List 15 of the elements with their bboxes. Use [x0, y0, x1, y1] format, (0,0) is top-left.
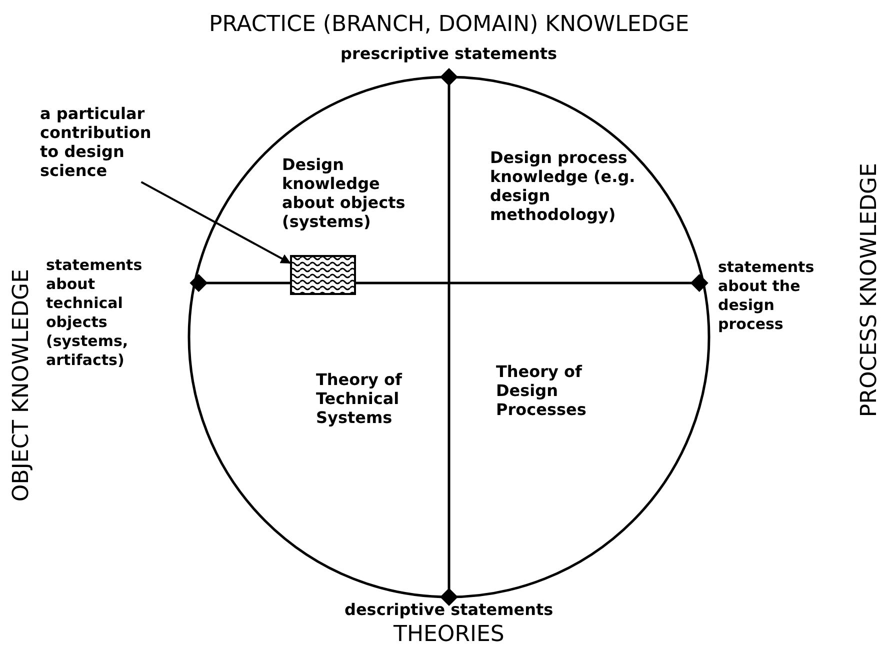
axis-heading: OBJECT KNOWLEDGE	[9, 268, 35, 502]
heading: PRACTICE (BRANCH, DOMAIN) KNOWLEDGE	[209, 12, 690, 38]
axis-label: prescriptive statements	[340, 44, 558, 63]
quadrant-text: Theory of Design Processes	[496, 362, 588, 419]
quadrant-text: Theory of Technical Systems	[316, 370, 404, 427]
axis-label: statements about technical objects (systems, artifacts)	[46, 256, 144, 370]
quadrant-text: Design process knowledge (e.g. design methodology)	[490, 148, 636, 224]
arrow	[140, 181, 291, 264]
axis-heading: PROCESS KNOWLEDGE	[857, 163, 883, 418]
callout-text: a particular contribution to design science	[40, 104, 175, 180]
heading: THEORIES	[394, 622, 504, 648]
quadrant-text: Design knowledge about objects (systems)	[282, 155, 406, 231]
axis-label: descriptive statements	[344, 600, 554, 619]
hatched-box	[290, 255, 356, 295]
axis-label: statements about the design process	[718, 258, 816, 334]
